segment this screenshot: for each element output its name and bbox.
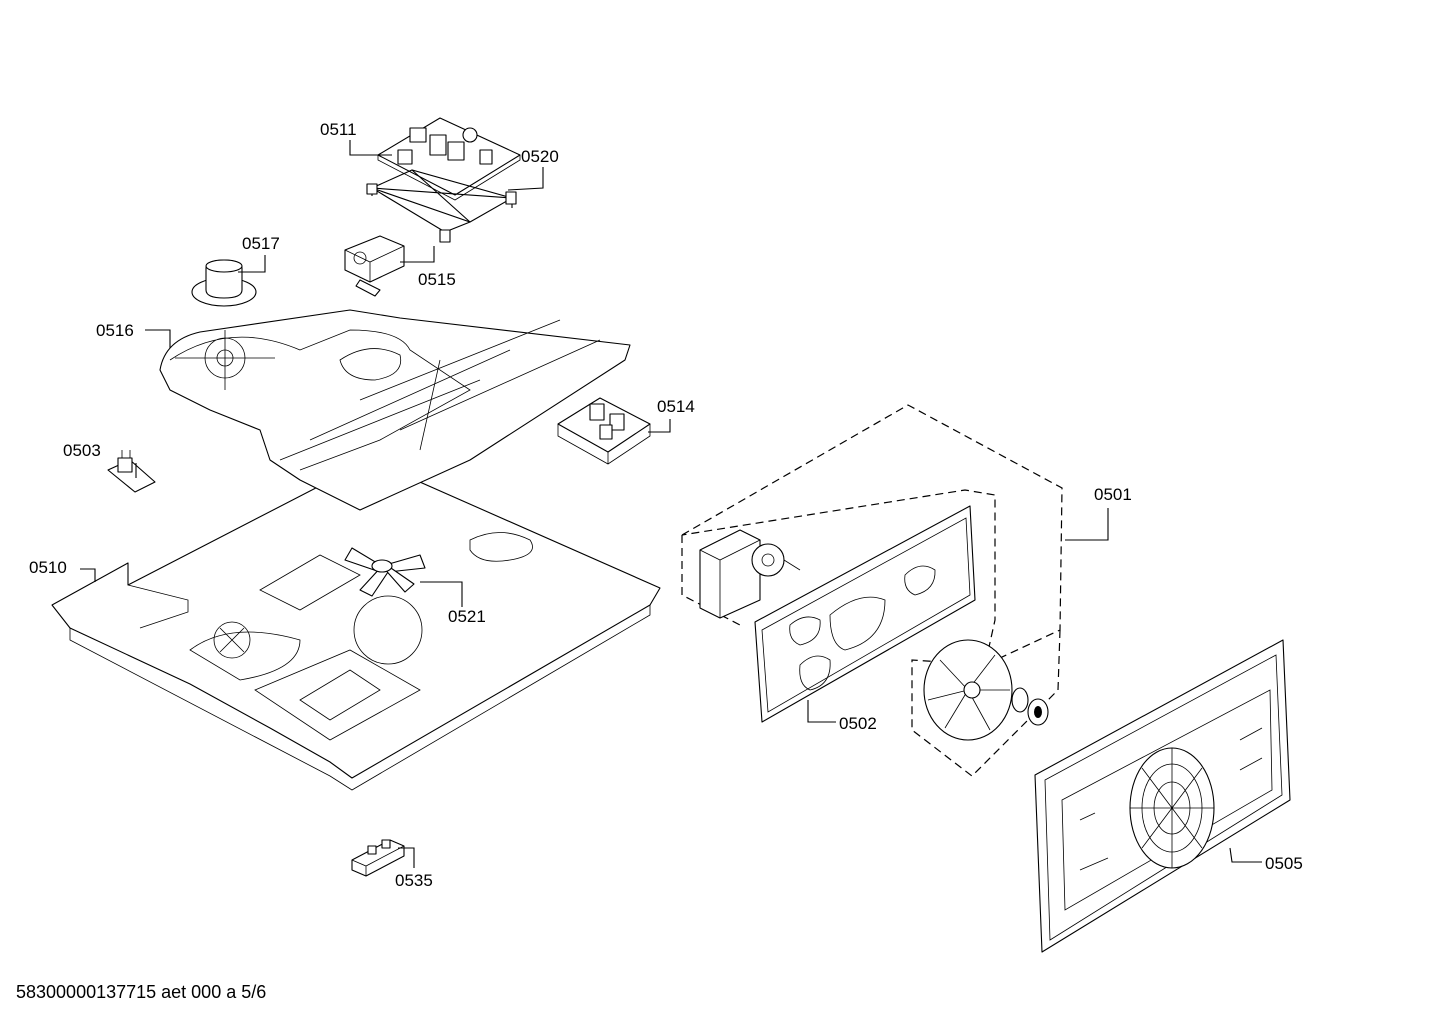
- fan-housing-part: [159, 309, 631, 511]
- label-0516: 0516: [96, 321, 134, 340]
- back-plate-part: [754, 505, 976, 723]
- label-0511: 0511: [320, 120, 357, 139]
- label-0515: 0515: [418, 270, 456, 289]
- control-board-part: [377, 117, 521, 201]
- label-0521: 0521: [448, 607, 486, 626]
- motor-part: [191, 259, 257, 307]
- label-0520: 0520: [521, 147, 559, 166]
- base-plate-part: [51, 459, 661, 791]
- small-motor-part: [344, 235, 405, 297]
- label-0510: 0510: [29, 558, 67, 577]
- label-0505: 0505: [1265, 854, 1303, 873]
- label-0517: 0517: [242, 234, 280, 253]
- board-frame-part: [366, 169, 517, 243]
- switch-part: [351, 839, 405, 877]
- terminal-block-part: [557, 397, 651, 465]
- fan-blade-part: [344, 547, 426, 597]
- fan-motor-part: [699, 529, 801, 619]
- label-0535: 0535: [395, 871, 433, 890]
- label-0502: 0502: [839, 714, 877, 733]
- fan-cover-part: [1034, 639, 1291, 953]
- convection-fan-part: [923, 639, 1049, 741]
- thermostat-part: [107, 450, 156, 493]
- label-0503: 0503: [63, 441, 101, 460]
- label-0501: 0501: [1094, 485, 1132, 504]
- label-0514: 0514: [657, 397, 695, 416]
- leader-lines: [80, 140, 1262, 868]
- document-footer: 58300000137715 aet 000 a 5/6: [16, 982, 267, 1002]
